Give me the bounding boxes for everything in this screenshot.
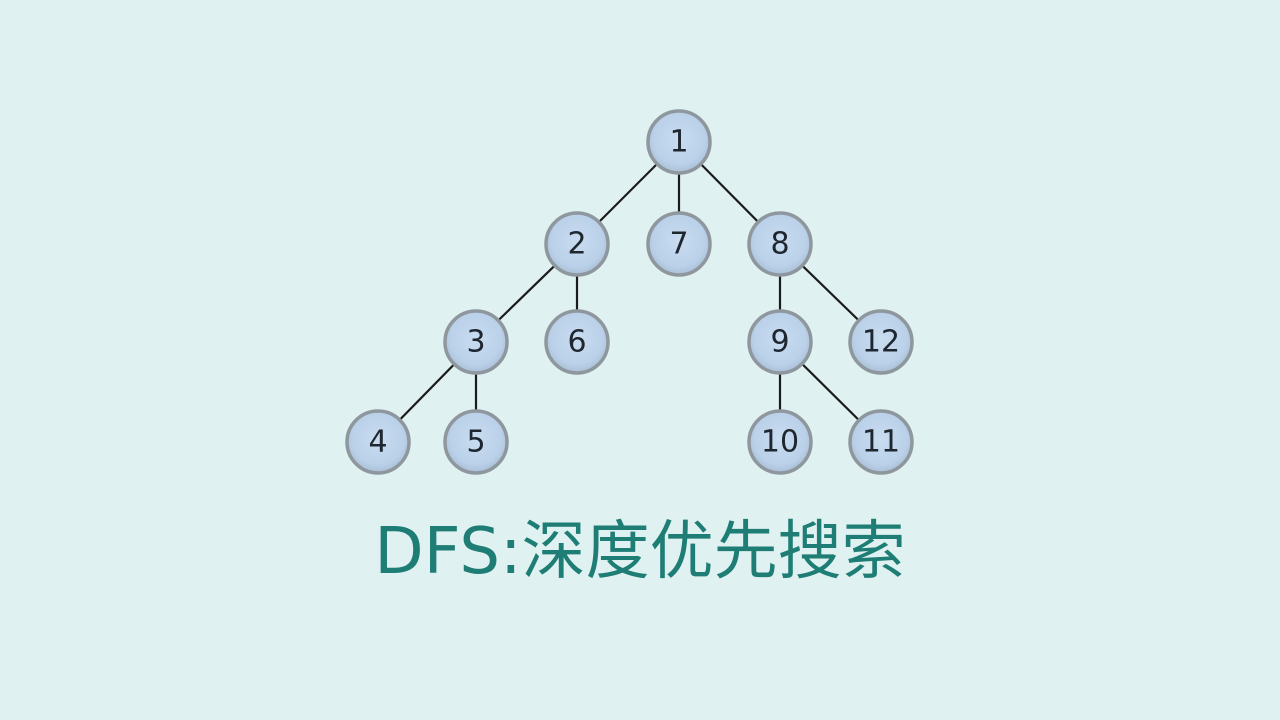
tree-node-label: 6	[567, 325, 586, 360]
tree-node-label: 2	[567, 227, 586, 262]
tree-node-12: 12	[848, 309, 914, 375]
tree-node-label: 8	[770, 227, 789, 262]
tree-node-label: 11	[862, 425, 900, 460]
tree-node-3: 3	[443, 309, 509, 375]
tree-node-circle	[747, 211, 813, 277]
tree-node-circle	[544, 309, 610, 375]
tree-node-circle	[345, 409, 411, 475]
tree-node-label: 7	[669, 227, 688, 262]
tree-node-11: 11	[848, 409, 914, 475]
tree-node-label: 4	[368, 425, 387, 460]
tree-node-circle	[443, 409, 509, 475]
tree-node-circle	[646, 211, 712, 277]
tree-node-circle	[848, 309, 914, 375]
tree-node-1: 1	[646, 109, 712, 175]
tree-node-2: 2	[544, 211, 610, 277]
tree-node-7: 7	[646, 211, 712, 277]
tree-node-6: 6	[544, 309, 610, 375]
tree-node-circle	[544, 211, 610, 277]
tree-node-5: 5	[443, 409, 509, 475]
tree-node-circle	[848, 409, 914, 475]
tree-node-8: 8	[747, 211, 813, 277]
tree-edges	[377, 141, 882, 443]
tree-node-9: 9	[747, 309, 813, 375]
tree-node-label: 10	[761, 425, 799, 460]
tree-node-label: 12	[862, 325, 900, 360]
tree-node-circle	[443, 309, 509, 375]
tree-node-label: 5	[466, 425, 485, 460]
tree-node-4: 4	[345, 409, 411, 475]
tree-node-circle	[646, 109, 712, 175]
tree-node-label: 3	[466, 325, 485, 360]
tree-node-circle	[747, 409, 813, 475]
tree-node-10: 10	[747, 409, 813, 475]
tree-node-label: 9	[770, 325, 789, 360]
diagram-caption: DFS:深度优先搜索	[374, 515, 906, 589]
tree-node-circle	[747, 309, 813, 375]
tree-node-label: 1	[669, 125, 688, 160]
